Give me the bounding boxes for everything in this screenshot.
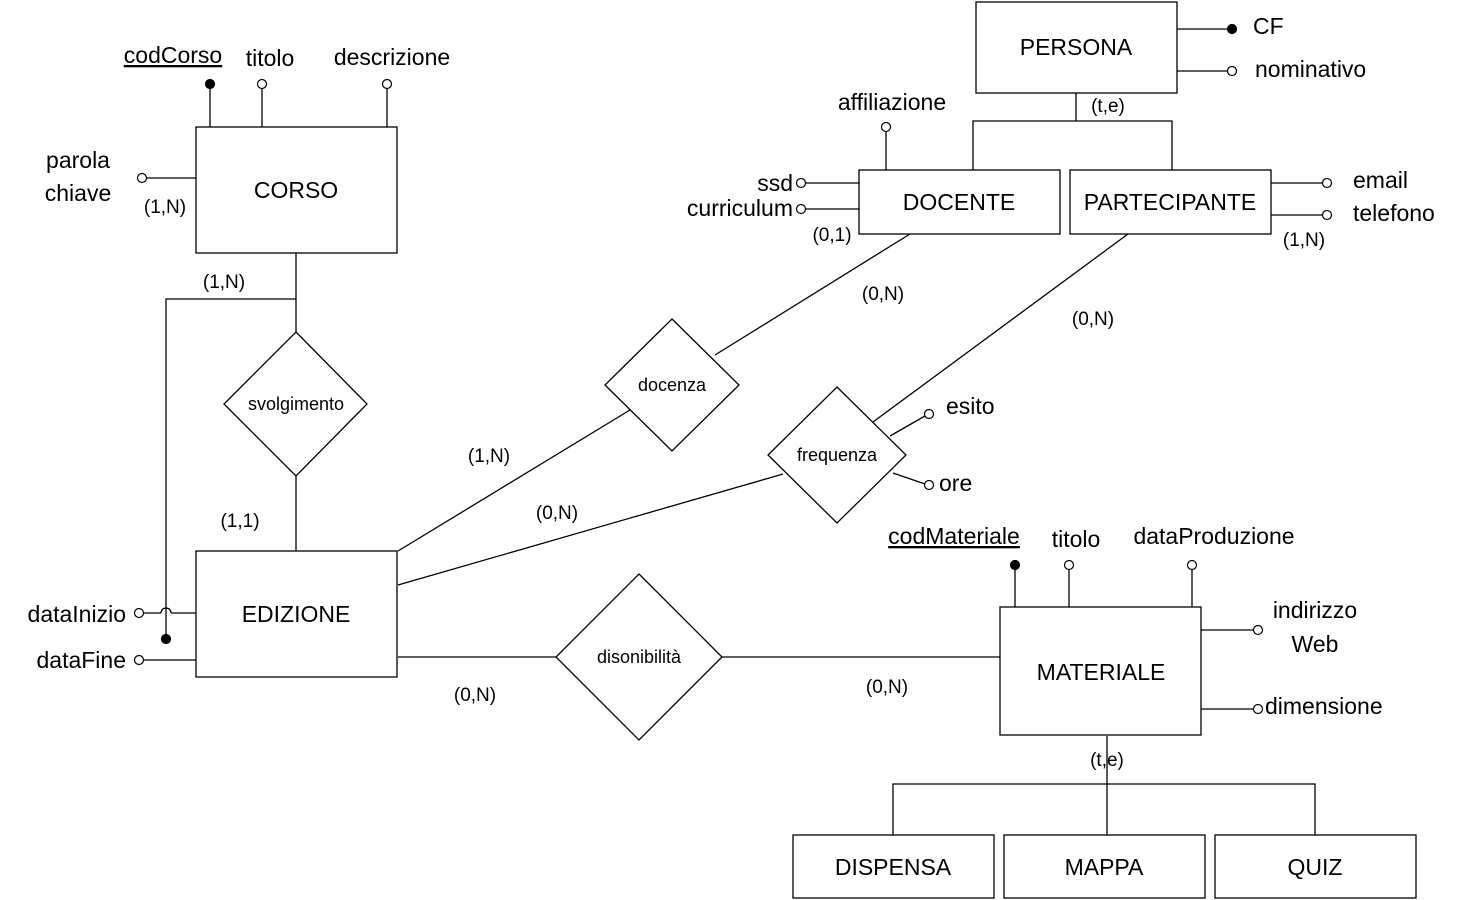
attribute-marker-indirizzo-web [1252, 624, 1264, 636]
cardinality-corso-parola-chiave: (1,N) [144, 197, 186, 218]
entity-name: PERSONA [1020, 34, 1133, 60]
attribute-web: Web [1292, 631, 1339, 657]
attribute-datainizio: dataInizio [28, 601, 126, 627]
attribute-parola: parola [46, 147, 110, 173]
relationship-disponibilita: disonibilità [555, 573, 723, 741]
attribute-marker-email [1321, 177, 1333, 189]
entity-persona: PERSONA [975, 1, 1178, 94]
entity-edizione: EDIZIONE [195, 550, 398, 678]
attribute-dimensione: dimensione [1265, 693, 1383, 719]
attribute-marker-affiliazione [880, 121, 892, 133]
attribute-telefono: telefono [1353, 200, 1435, 226]
entity-name: DISPENSA [835, 854, 952, 880]
entity-name: MAPPA [1065, 854, 1144, 880]
entity-name: QUIZ [1288, 854, 1343, 880]
attribute-codmateriale: codMateriale [888, 523, 1020, 549]
attribute-datafine: dataFine [36, 647, 126, 673]
attribute-marker-dimensione [1252, 703, 1264, 715]
attribute-email: email [1353, 167, 1408, 193]
cardinality-docente-curriculum: (0,1) [812, 225, 851, 246]
attribute-marker-dataproduzione [1186, 559, 1198, 571]
attribute-ssd: ssd [757, 170, 793, 196]
attribute-marker-ore [923, 479, 935, 491]
attribute-marker-descrizione [381, 78, 393, 90]
attribute-marker-curriculum [795, 203, 807, 215]
cardinality-edizione-disponibilita: (0,N) [454, 685, 496, 706]
entity-corso: CORSO [195, 126, 398, 254]
cardinality-materiale-disponibilita: (0,N) [866, 677, 908, 698]
entity-name: MATERIALE [1037, 659, 1166, 685]
relationship-name: disonibilità [597, 647, 682, 667]
entity-name: CORSO [254, 177, 338, 203]
cardinality-corso-svolgimento: (1,N) [203, 272, 245, 293]
entity-name: DOCENTE [903, 189, 1015, 215]
attribute-chiave: chiave [45, 180, 111, 206]
key-marker-cf [1226, 23, 1238, 35]
relationship-docenza: docenza [604, 318, 740, 452]
cardinality-partecipante-telefono: (1,N) [1283, 230, 1325, 251]
entity-name: PARTECIPANTE [1084, 189, 1257, 215]
relationship-svolgimento: svolgimento [223, 331, 368, 477]
connection-lines [143, 28, 1323, 835]
relationship-name: docenza [638, 375, 707, 395]
relationship-name: svolgimento [248, 394, 344, 414]
cardinality-edizione-docenza: (1,N) [468, 446, 510, 467]
attribute-ore: ore [939, 470, 972, 496]
relationship-frequenza: frequenza [767, 386, 907, 524]
attribute-codcorso: codCorso [124, 42, 222, 68]
attribute-marker-telefono [1321, 209, 1333, 221]
attribute-marker-titolo-materiale [1063, 559, 1075, 571]
attribute-titolo-corso: titolo [246, 45, 295, 71]
key-marker-codcorso [204, 78, 216, 90]
attribute-esito: esito [946, 393, 995, 419]
generalization-persona: (t,e) [1091, 96, 1125, 117]
attribute-marker-datafine [133, 654, 145, 666]
attribute-dataproduzione: dataProduzione [1133, 523, 1294, 549]
entity-quiz: QUIZ [1214, 834, 1417, 899]
entity-dispensa: DISPENSA [792, 834, 995, 899]
entity-docente: DOCENTE [858, 169, 1061, 235]
attribute-marker-nominativo [1226, 65, 1238, 77]
cardinality-partecipante-frequenza: (0,N) [1072, 309, 1114, 330]
attribute-titolo-materiale: titolo [1052, 526, 1101, 552]
key-marker-codmateriale [1009, 559, 1021, 571]
attribute-indirizzo: indirizzo [1273, 597, 1357, 623]
cardinality-labels: (1,N) (1,N) (1,1) (1,N) (0,N) (0,N) (0,1… [144, 96, 1325, 771]
cardinality-edizione-svolgimento: (1,1) [220, 511, 259, 532]
attribute-markers [133, 23, 1333, 715]
key-marker-edizione [160, 633, 172, 645]
attribute-marker-parola-chiave [136, 172, 148, 184]
attribute-marker-datainizio [133, 607, 145, 619]
entity-name: EDIZIONE [242, 601, 351, 627]
attribute-affiliazione: affiliazione [838, 89, 946, 115]
cardinality-docente-docenza: (0,N) [862, 284, 904, 305]
relationship-name: frequenza [797, 445, 878, 465]
attribute-curriculum: curriculum [687, 195, 793, 221]
attribute-cf: CF [1253, 13, 1284, 39]
entity-partecipante: PARTECIPANTE [1069, 169, 1272, 235]
attribute-descrizione: descrizione [334, 44, 450, 70]
attribute-nominativo: nominativo [1255, 56, 1366, 82]
entity-mappa: MAPPA [1003, 834, 1206, 899]
attribute-marker-titolo-corso [256, 78, 268, 90]
entity-materiale: MATERIALE [999, 606, 1202, 736]
cardinality-edizione-frequenza: (0,N) [536, 503, 578, 524]
generalization-materiale: (t,e) [1090, 750, 1124, 771]
attribute-marker-ssd [795, 177, 807, 189]
attribute-marker-esito [923, 408, 935, 420]
attribute-labels: codCorso titolo descrizione parola chiav… [28, 13, 1435, 719]
